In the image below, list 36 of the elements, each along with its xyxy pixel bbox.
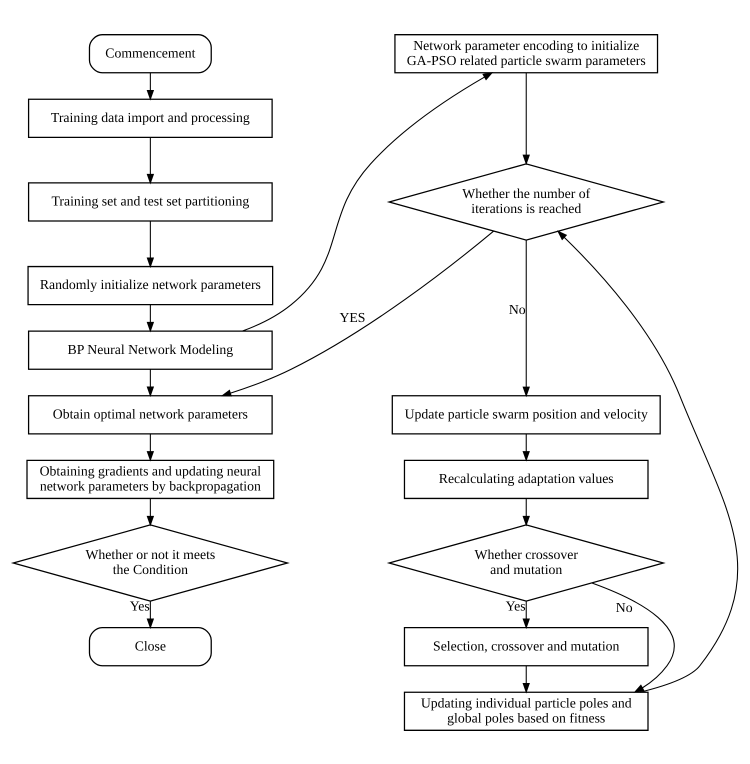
edge-label: No <box>615 599 632 614</box>
arrow <box>522 240 530 397</box>
edge-label: No <box>508 302 526 317</box>
node-diamond: Whether or not it meets the Condition <box>10 524 290 602</box>
arrow <box>146 304 154 332</box>
arrow <box>522 665 530 694</box>
node-box: Obtain optimal network parameters <box>27 394 272 434</box>
arrow <box>522 72 530 165</box>
edge-label: YES <box>338 310 365 325</box>
arrow <box>146 601 154 629</box>
arrow <box>146 498 154 526</box>
arrow <box>146 368 154 397</box>
node-box: BP Neural Network Modeling <box>27 330 272 370</box>
node-box: Close <box>88 626 212 666</box>
arrow <box>522 601 530 629</box>
node-box: Commencement <box>88 34 212 73</box>
node-box: Training set and test set partitioning <box>27 182 272 222</box>
arrow <box>591 582 674 692</box>
arrow <box>522 498 530 526</box>
node-box: Training data import and processing <box>27 98 272 138</box>
arrow <box>146 433 154 462</box>
arrow <box>146 220 154 268</box>
arrow <box>220 230 494 396</box>
node-box: Recalculating adaptation values <box>403 459 648 499</box>
arrow <box>556 230 738 692</box>
node-box: Selection, crossover and mutation <box>403 626 648 666</box>
arrow <box>522 433 530 462</box>
arrow <box>241 72 493 332</box>
node-box: Randomly initialize network parameters <box>26 265 273 305</box>
node-box: Network parameter encoding to initialize GA-PSO related particle swarm parameters <box>394 34 658 73</box>
node-diamond: Whether crossover and mutation <box>386 524 666 602</box>
node-box: Updating individual particle poles and global poles based on fitness <box>403 691 648 730</box>
node-box: Obtaining gradients and updating neural network parameters by backpropagation <box>26 459 274 499</box>
arrow <box>146 72 154 100</box>
arrow <box>146 136 154 184</box>
node-box: Update particle swarm position and velocity <box>391 394 660 434</box>
